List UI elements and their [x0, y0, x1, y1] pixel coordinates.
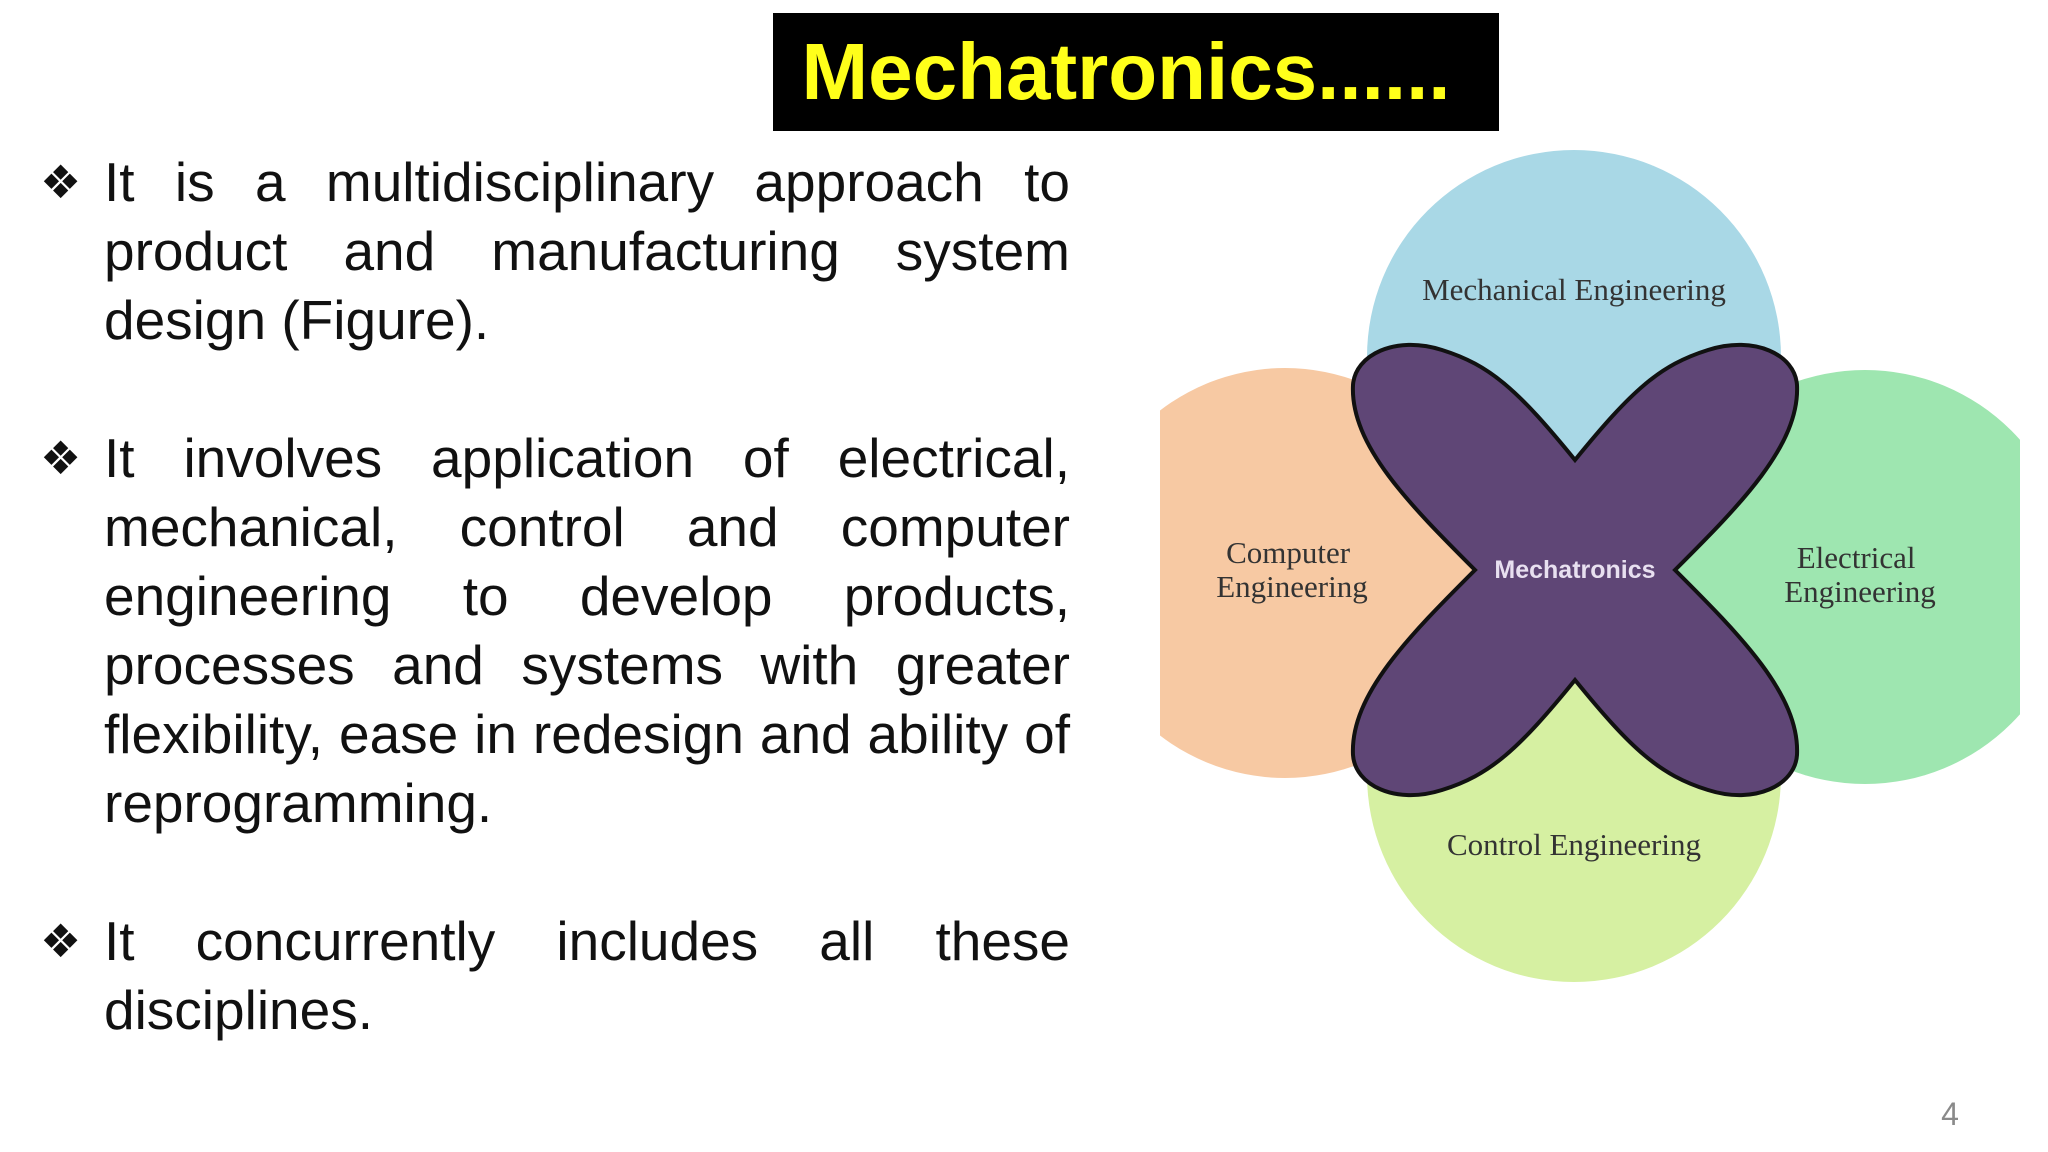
bullet-item: ❖ It is a multidisciplinary approach to …	[40, 148, 1070, 355]
computer-engineering-label: Computer Engineering	[1216, 535, 1368, 604]
bullet-text: It is a multidisciplinary approach to pr…	[104, 151, 1070, 351]
mechanical-engineering-label: Mechanical Engineering	[1422, 272, 1726, 307]
diagram-canvas: Mechanical Engineering Electrical Engine…	[1160, 150, 2020, 982]
mechatronics-center-label: Mechatronics	[1494, 556, 1655, 584]
diamond-bullet-icon: ❖	[40, 155, 82, 209]
bullet-text: It concurrently includes all these disci…	[104, 910, 1070, 1041]
bullet-text: It involves application of electrical, m…	[104, 427, 1070, 834]
slide-title: Mechatronics......	[773, 13, 1499, 131]
diamond-bullet-icon: ❖	[40, 914, 82, 968]
bullet-list: ❖ It is a multidisciplinary approach to …	[40, 148, 1070, 1114]
electrical-engineering-label: Electrical Engineering	[1784, 540, 1936, 609]
control-engineering-label: Control Engineering	[1447, 827, 1701, 862]
mechatronics-venn-diagram: Mechanical Engineering Electrical Engine…	[1160, 150, 2020, 1000]
bullet-item: ❖ It involves application of electrical,…	[40, 424, 1070, 838]
mechatronics-center-shape	[1350, 342, 1800, 798]
diamond-bullet-icon: ❖	[40, 431, 82, 485]
bullet-item: ❖ It concurrently includes all these dis…	[40, 907, 1070, 1045]
page-number: 4	[1941, 1096, 1959, 1132]
